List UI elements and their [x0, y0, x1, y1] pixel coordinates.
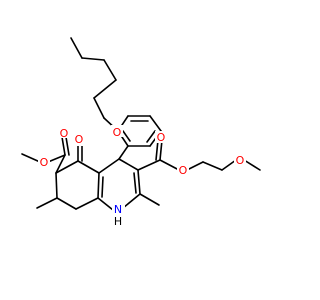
bond	[55, 172, 58, 199]
bond	[103, 59, 117, 81]
bond	[55, 160, 79, 174]
bond	[155, 139, 159, 161]
bond	[97, 197, 114, 211]
structure-canvas: O O O O O O O N H	[21, 37, 261, 228]
bond	[93, 79, 117, 99]
bond	[202, 161, 223, 171]
bond	[221, 159, 237, 171]
bond	[21, 153, 41, 163]
bond	[56, 197, 77, 210]
bond	[118, 145, 129, 160]
atom-label-nitrogen: N	[114, 203, 122, 216]
bond	[101, 176, 104, 198]
bond	[159, 159, 180, 171]
atom-label-oxygen: O	[113, 126, 122, 139]
bond	[139, 193, 160, 206]
bond	[146, 130, 156, 143]
bond	[118, 158, 139, 171]
bond	[133, 172, 137, 194]
bond	[47, 154, 66, 163]
atom-label-oxygen: O	[75, 133, 84, 146]
bond	[137, 169, 141, 195]
bond	[65, 136, 70, 156]
bond	[70, 37, 83, 59]
atom-label-oxygen: O	[236, 154, 245, 167]
atom-label-oxygen: O	[40, 156, 49, 169]
bond	[122, 130, 131, 142]
bond	[93, 97, 105, 119]
bond	[98, 158, 120, 174]
bond	[159, 139, 163, 161]
bond	[55, 154, 66, 174]
bond	[36, 197, 58, 209]
molecule-drawing: O O O O O O O N H	[21, 37, 261, 228]
atom-label-oxygen: O	[60, 127, 69, 140]
bond	[75, 197, 99, 210]
bond	[186, 161, 204, 171]
atom-label-oxygen: O	[179, 164, 188, 177]
bond	[149, 115, 162, 132]
bond	[81, 57, 105, 61]
bond	[61, 136, 66, 156]
bond	[243, 159, 261, 171]
bond	[97, 172, 100, 199]
atom-label-hydrogen: H	[114, 215, 122, 228]
bond	[122, 193, 141, 209]
atom-label-oxygen: O	[157, 131, 166, 144]
bond	[137, 159, 161, 171]
bond	[77, 160, 100, 174]
